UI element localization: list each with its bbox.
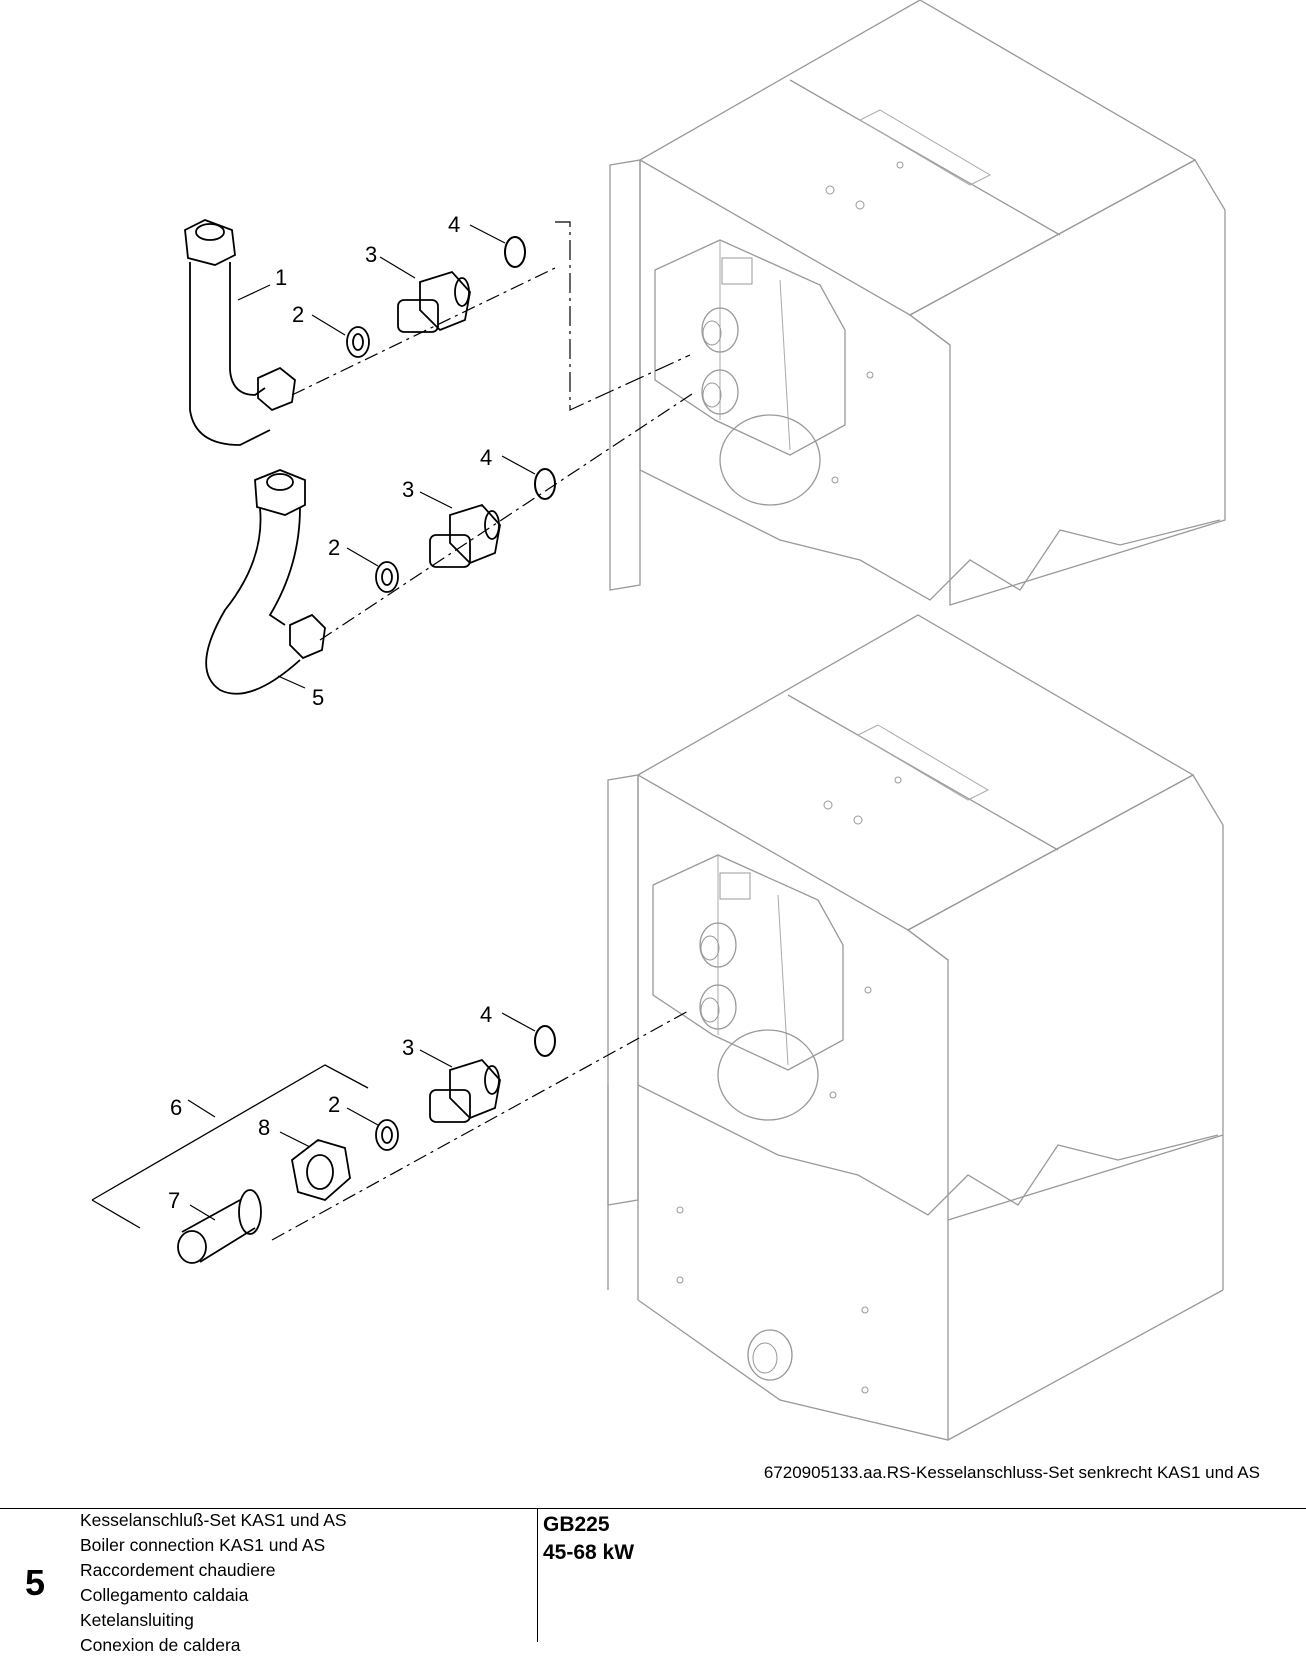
callout-7: 7 bbox=[168, 1188, 180, 1213]
exploded-parts-drawing: 1 2 3 4 2 3 4 5 2 3 4 6 7 8 bbox=[91, 0, 1226, 1441]
oring-part-4a bbox=[504, 236, 526, 268]
callout-4c: 4 bbox=[480, 1002, 492, 1027]
elbow-pipe-part-1 bbox=[184, 219, 296, 446]
callout-2b: 2 bbox=[328, 535, 340, 560]
callout-5: 5 bbox=[312, 685, 324, 710]
description-de: Kesselanschluß-Set KAS1 und AS bbox=[80, 1510, 347, 1530]
drawing-caption: 6720905133.aa.RS-Kesselanschluss-Set sen… bbox=[763, 1463, 1260, 1482]
description-nl: Ketelansluiting bbox=[80, 1610, 194, 1630]
footer-column-divider bbox=[537, 1508, 538, 1642]
weld-end-part-7 bbox=[177, 1189, 262, 1264]
callout-8: 8 bbox=[258, 1115, 270, 1140]
footer-rule bbox=[0, 1508, 1306, 1509]
nipple-part-3a bbox=[397, 270, 471, 333]
oring-part-4b bbox=[534, 468, 556, 500]
callout-4a: 4 bbox=[448, 212, 460, 237]
s-bend-pipe-part-5 bbox=[205, 469, 326, 695]
seal-part-2c bbox=[375, 1119, 399, 1151]
description-en: Boiler connection KAS1 und AS bbox=[80, 1535, 326, 1555]
callout-3a: 3 bbox=[365, 242, 377, 267]
power-range: 45-68 kW bbox=[543, 1541, 635, 1564]
callout-3b: 3 bbox=[402, 477, 414, 502]
nipple-part-3c bbox=[429, 1058, 501, 1123]
description-es: Conexion de caldera bbox=[80, 1635, 241, 1655]
nipple-part-3b bbox=[429, 503, 501, 568]
boiler-lower bbox=[607, 614, 1224, 1441]
callout-3c: 3 bbox=[402, 1035, 414, 1060]
callout-2c: 2 bbox=[328, 1092, 340, 1117]
description-it: Collegamento caldaia bbox=[80, 1585, 249, 1605]
callout-4b: 4 bbox=[480, 445, 492, 470]
model-name: GB225 bbox=[543, 1513, 610, 1536]
description-list: Kesselanschluß-Set KAS1 und AS Boiler co… bbox=[80, 1508, 347, 1658]
seal-part-2a bbox=[346, 326, 370, 358]
callout-2a: 2 bbox=[292, 302, 304, 327]
nut-part-8 bbox=[291, 1139, 351, 1202]
callout-6: 6 bbox=[170, 1095, 182, 1120]
boiler-upper bbox=[609, 0, 1226, 606]
description-fr: Raccordement chaudiere bbox=[80, 1560, 276, 1580]
callout-1: 1 bbox=[275, 265, 287, 290]
oring-part-4c bbox=[534, 1025, 556, 1057]
section-number: 5 bbox=[25, 1562, 46, 1603]
seal-part-2b bbox=[375, 561, 399, 593]
model-info: GB225 45-68 kW bbox=[543, 1511, 634, 1567]
